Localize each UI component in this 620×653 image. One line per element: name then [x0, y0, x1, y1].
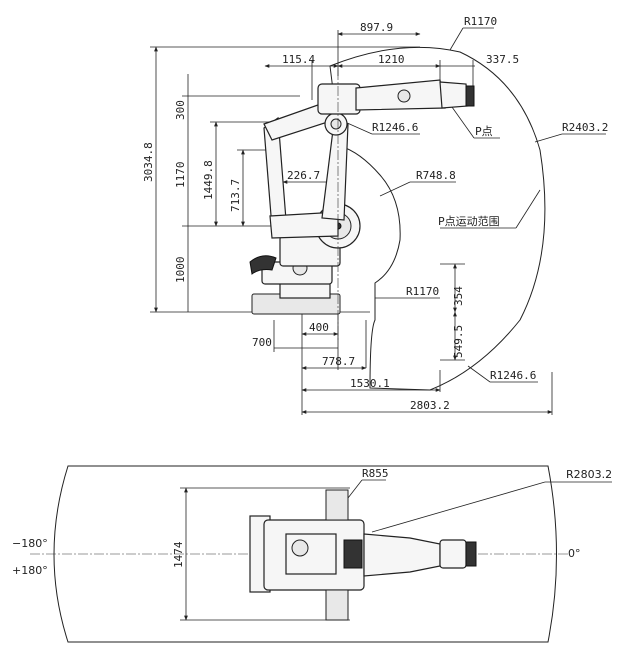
dim-300: 300: [174, 100, 187, 120]
dim-549-5: 549.5: [452, 325, 465, 358]
radius-2403-2: R2403.2: [562, 121, 608, 134]
dim-1170: 1170: [174, 162, 187, 189]
robot-top-illustration: [249, 489, 477, 621]
angle-neg-180: −180°: [12, 537, 48, 550]
top-view: 1474 R855 R2803.2 −180° +180° 0°: [12, 465, 612, 643]
radius-2803-2-top: R2803.2: [566, 468, 612, 481]
dim-115-4: 115.4: [282, 53, 315, 66]
dim-1000: 1000: [174, 257, 187, 284]
p-point-label: P点: [475, 125, 493, 138]
dim-778-7: 778.7: [322, 355, 355, 368]
radius-855: R855: [362, 467, 389, 480]
dim-1474: 1474: [172, 541, 185, 568]
dim-354: 354: [452, 286, 465, 306]
dim-337-5: 337.5: [486, 53, 519, 66]
dim-1449-8: 1449.8: [202, 160, 215, 200]
radius-748-8: R748.8: [416, 169, 456, 182]
dim-3034-8: 3034.8: [142, 142, 155, 182]
radius-1170-top: R1170: [464, 15, 497, 28]
side-view: 3034.8 300 1170 1000 1449.8 713.7 897.9 …: [142, 15, 608, 415]
angle-zero: 0°: [568, 547, 581, 560]
radius-1170-bottom: R1170: [406, 285, 439, 298]
motion-envelope: [329, 46, 546, 391]
dim-700: 700: [252, 336, 272, 349]
top-envelope: [53, 465, 557, 643]
dim-1530-1: 1530.1: [350, 377, 390, 390]
radius-1246-6-bottom: R1246.6: [490, 369, 536, 382]
angle-pos-180: +180°: [12, 564, 48, 577]
dim-226-7: 226.7: [287, 169, 320, 182]
dim-400: 400: [309, 321, 329, 334]
dim-897-9: 897.9: [360, 21, 393, 34]
robot-side-illustration: [249, 70, 475, 340]
dim-2803-2: 2803.2: [410, 399, 450, 412]
dim-1210: 1210: [378, 53, 405, 66]
p-motion-range-label: P点运动范围: [438, 214, 500, 228]
radius-1246-6-top: R1246.6: [372, 121, 418, 134]
dim-713-7: 713.7: [229, 179, 242, 212]
